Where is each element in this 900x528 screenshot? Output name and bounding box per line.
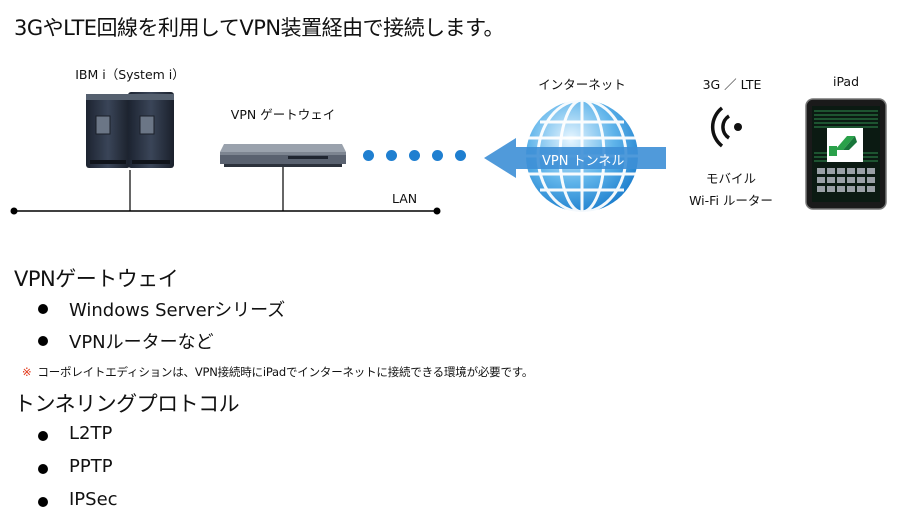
network-label: 3G ／ LTE	[702, 77, 762, 92]
app-logo-icon	[835, 136, 855, 150]
section-heading-vpn-gateway: VPNゲートウェイ	[14, 267, 179, 291]
wireless-signal-icon	[710, 106, 742, 148]
connection-dot	[363, 150, 374, 161]
ipad-icon	[805, 98, 887, 210]
tunnel-label: VPN トンネル	[542, 154, 625, 169]
bullet-icon	[38, 431, 48, 441]
section-heading-tunneling-protocol: トンネリングプロトコル	[14, 392, 240, 416]
gateway-label: VPN ゲートウェイ	[230, 107, 336, 122]
connection-dot	[455, 150, 466, 161]
list-item: PPTP	[69, 456, 113, 477]
connection-dot	[386, 150, 397, 161]
bullet-icon	[38, 497, 48, 507]
router-label-line1: モバイル	[705, 171, 757, 186]
note: ※ コーポレイトエディションは、VPN接続時にiPadでインターネットに接続できる…	[22, 364, 533, 380]
note-mark: ※	[22, 365, 32, 379]
page-title: 3GやLTE回線を利用してVPN装置経由で接続します。	[14, 16, 505, 40]
bullet-icon	[38, 464, 48, 474]
ipad-label: iPad	[832, 74, 860, 89]
bullet-icon	[38, 336, 48, 346]
lan-lines	[10, 165, 441, 215]
ibm-label: IBM i（System i）	[75, 67, 185, 82]
list-item: IPSec	[69, 489, 118, 510]
globe-icon	[484, 98, 666, 214]
server-icon	[86, 92, 174, 168]
connection-dot	[409, 150, 420, 161]
list-item: Windows Serverシリーズ	[69, 300, 286, 321]
bullet-icon	[38, 304, 48, 314]
list-item: L2TP	[69, 423, 113, 444]
tunnel-arrow-icon	[484, 138, 666, 178]
lan-label: LAN	[392, 191, 418, 206]
vpn-gateway-icon	[220, 144, 346, 167]
list-item: VPNルーターなど	[69, 332, 214, 353]
router-label-line2: Wi-Fi ルーター	[689, 193, 773, 208]
internet-label: インターネット	[538, 77, 626, 92]
connection-dot	[432, 150, 443, 161]
note-text: コーポレイトエディションは、VPN接続時にiPadでインターネットに接続できる環…	[37, 365, 534, 379]
